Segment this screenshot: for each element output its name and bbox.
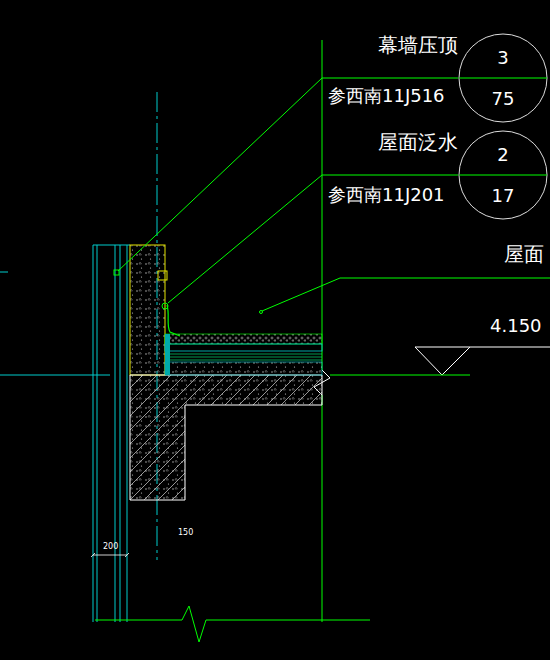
reference-note: 参西南11J201 — [328, 185, 445, 205]
index-circle: 375 — [458, 33, 548, 123]
note-title: 幕墙压顶 — [378, 34, 458, 56]
callout-number: 17 — [458, 173, 548, 218]
circle-outline — [458, 33, 548, 123]
callout-number: 75 — [458, 76, 548, 121]
reference-note: 参西南11J516 — [328, 86, 445, 106]
elevation-value: 4.150 — [490, 316, 542, 336]
callout-number: 2 — [458, 132, 548, 177]
part-name: 屋面 — [504, 243, 544, 265]
note-title: 屋面泛水 — [378, 131, 458, 153]
index-circle: 217 — [458, 130, 548, 220]
dimension: 150 — [178, 529, 193, 538]
dimension: 200 — [103, 543, 118, 552]
callout-number: 3 — [458, 35, 548, 80]
circle-outline — [458, 130, 548, 220]
